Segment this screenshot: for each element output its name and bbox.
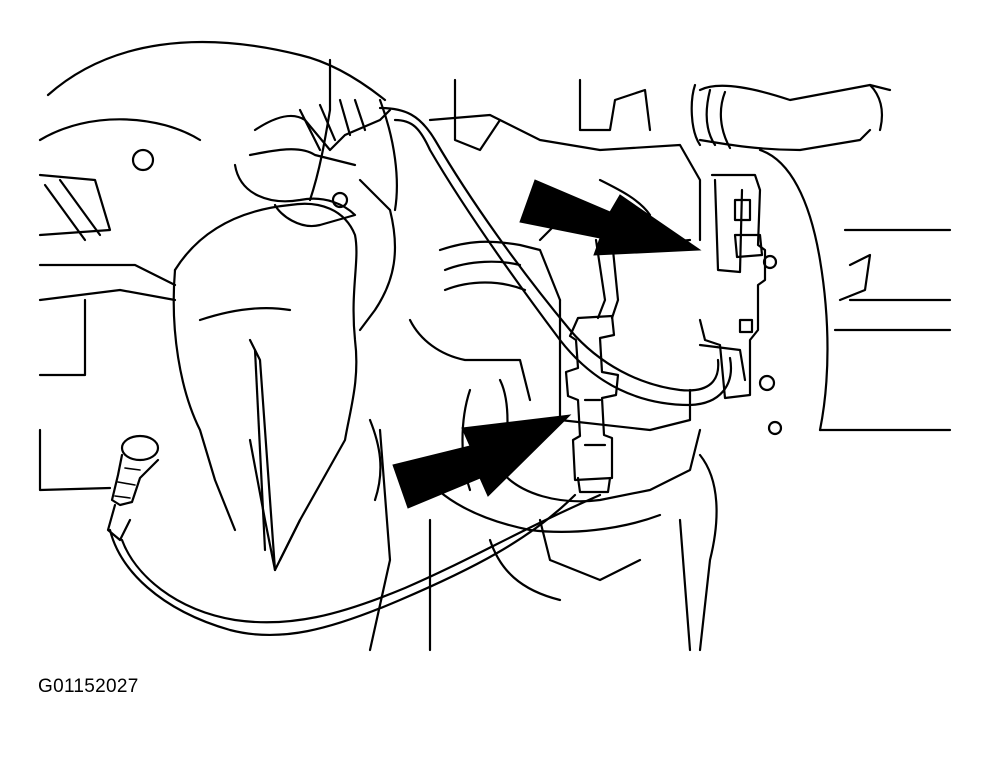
lower-electrical-connector: [564, 238, 620, 494]
engine-block-upper: [38, 40, 387, 492]
sensor-wire-harness: [378, 106, 733, 407]
catalytic-converter: [172, 58, 398, 572]
arrow-lower: [392, 414, 572, 509]
lower-oxygen-sensor: [106, 434, 602, 637]
transmission-housing: [368, 113, 718, 652]
lower-details: [278, 418, 642, 602]
right-frame: [758, 148, 952, 436]
upper-oxygen-sensor: [233, 98, 392, 228]
upper-hose: [453, 78, 892, 152]
upper-electrical-connector: [698, 173, 767, 400]
arrow-upper: [519, 179, 702, 256]
figure-id-caption: G01152027: [38, 676, 139, 697]
